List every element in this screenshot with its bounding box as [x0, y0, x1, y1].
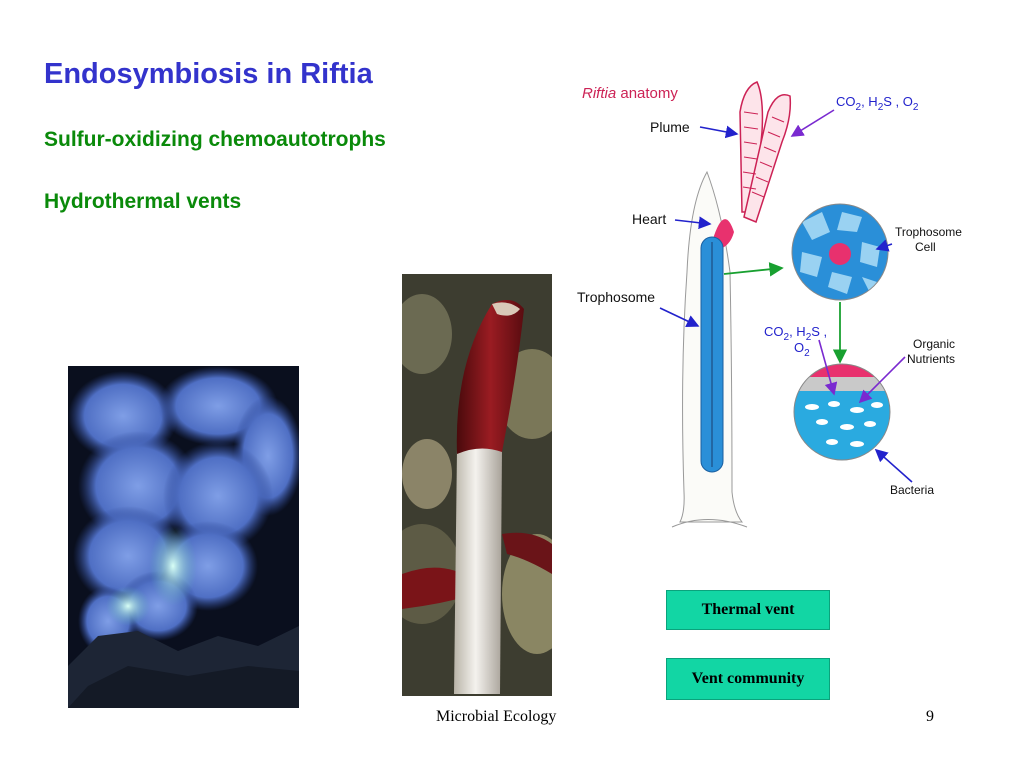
label-organic-line2: Nutrients	[907, 352, 955, 366]
label-plume: Plume	[650, 119, 690, 135]
label-bacteria: Bacteria	[890, 483, 934, 497]
label-gases-mid: CO2, H2S ,	[764, 324, 827, 343]
slide-title: Endosymbiosis in Riftia	[44, 58, 373, 90]
bullet-hydrothermal-vents: Hydrothermal vents	[44, 190, 242, 213]
diagram-title-italic: Riftia	[582, 85, 616, 102]
svg-text:Riftia anatomy: Riftia anatomy	[582, 85, 678, 102]
thermal-vent-button[interactable]: Thermal vent	[666, 590, 830, 630]
label-trophosome: Trophosome	[577, 289, 655, 305]
label-gases-top: CO2, H2S , O2	[836, 94, 919, 113]
riftia-anatomy-diagram: Riftia anatomy	[577, 81, 962, 528]
trophosome-cell-circle	[792, 204, 888, 300]
vent-community-button[interactable]: Vent community	[666, 658, 830, 700]
diagram-title-rest: anatomy	[616, 85, 678, 102]
label-organic-line1: Organic	[913, 337, 955, 351]
page-number: 9	[926, 708, 934, 725]
label-trophosome-cell-line1: Trophosome	[895, 225, 962, 239]
label-trophosome-cell-line2: Cell	[915, 240, 936, 254]
riftia-tube-worm-photo	[402, 274, 552, 696]
label-heart: Heart	[632, 211, 666, 227]
bullet-sulfur-oxidizing: Sulfur-oxidizing chemoautotrophs	[44, 128, 386, 151]
footer-course-title: Microbial Ecology	[436, 708, 557, 725]
hydrothermal-vent-photo	[68, 366, 299, 708]
plume-gills	[739, 81, 792, 224]
bacteria-circle	[794, 364, 890, 460]
label-gases-mid-o2: O2	[794, 340, 810, 359]
